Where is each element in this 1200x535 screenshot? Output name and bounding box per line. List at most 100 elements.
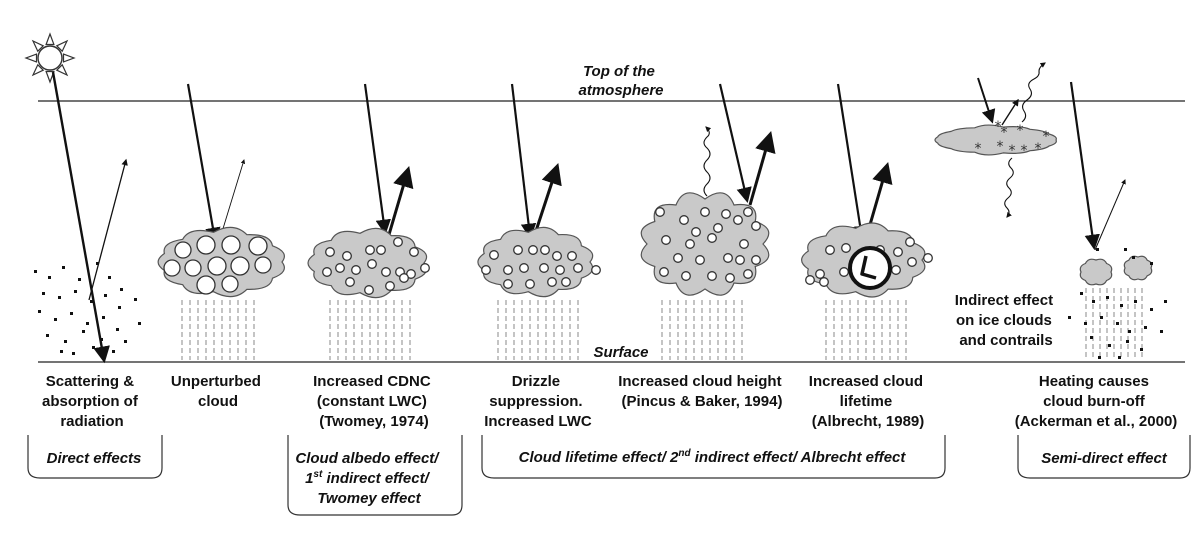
cloud-droplet (174, 241, 192, 259)
cirrus-cloud: ********* (934, 119, 1057, 159)
sun-icon (24, 32, 76, 84)
clock-hands (860, 255, 877, 280)
aerosol-particle (74, 290, 77, 293)
longwave-down (1004, 157, 1014, 218)
cloud-droplet (707, 233, 717, 243)
sun-disc (37, 45, 63, 71)
label-direct-effects: Direct effects (47, 450, 142, 467)
reflected-ray (1094, 179, 1126, 251)
rain-streaks (181, 300, 255, 360)
solar-ray (186, 83, 221, 244)
reflected-ray (386, 165, 414, 239)
aerosol-particle (92, 346, 95, 349)
cloud-droplet (345, 277, 355, 287)
caption-increased-cdnc: Increased CDNC (constant LWC) (Twomey, 1… (313, 373, 435, 430)
ice-crystal: * (1035, 141, 1042, 157)
sun-ray (24, 53, 38, 63)
solar-ray (510, 83, 537, 240)
cloud-droplet (751, 255, 761, 265)
aerosol-particle (1118, 356, 1121, 359)
cloud-droplet (367, 259, 377, 269)
cloud-droplet (825, 245, 835, 255)
cloud-droplet (351, 265, 361, 275)
solar-ray (977, 77, 996, 124)
aerosol-particle (1108, 344, 1111, 347)
sun-ray (55, 39, 69, 53)
aerosol-particle (134, 298, 137, 301)
aerosol-particle (38, 310, 41, 313)
cloud-droplet (196, 275, 216, 295)
cloud-droplet (723, 253, 733, 263)
cloud (477, 226, 601, 298)
cloud (640, 192, 770, 296)
aerosol-particle (54, 318, 57, 321)
cloud-droplet (503, 265, 513, 275)
rain-streaks (661, 300, 743, 360)
caption-cloud-height: Increased cloud height (Pincus & Baker, … (618, 373, 786, 410)
cloud-droplet (163, 259, 181, 277)
cloud-droplet (561, 277, 571, 287)
caption-semi-direct: Heating causes cloud burn-off (Ackerman … (1015, 373, 1178, 430)
caption-drizzle: Drizzle suppression. Increased LWC (484, 373, 592, 430)
cloud-body (477, 226, 594, 298)
aerosol-particle (1150, 262, 1153, 265)
caption-scattering: Scattering & absorption of radiation (42, 373, 142, 430)
cloud-droplet (221, 275, 239, 293)
cloud-droplet (573, 263, 583, 273)
cloud-fragments (1079, 255, 1153, 286)
aerosol-particle (70, 312, 73, 315)
sun-ray (55, 63, 69, 77)
aerosol-particle (1132, 256, 1135, 259)
aerosol-particle (1160, 330, 1163, 333)
cloud-droplet (481, 265, 491, 275)
cloud-droplet (342, 251, 352, 261)
cloud-droplet (591, 265, 601, 275)
sun-ray (31, 39, 45, 53)
cloud-droplet (184, 259, 202, 277)
rain-streaks (1085, 288, 1143, 360)
cloud-droplet (381, 267, 391, 277)
aerosol-particle (60, 350, 63, 353)
cloud-droplet (528, 245, 538, 255)
sun-ray (31, 63, 45, 77)
cloud-droplet (893, 247, 903, 257)
cloud-droplet (735, 255, 745, 265)
reflected-ray (1001, 98, 1019, 126)
cloud-droplet (567, 251, 577, 261)
cloud-droplet (733, 215, 743, 225)
cloud-droplet (695, 255, 705, 265)
scattered-ray (88, 158, 128, 301)
solar-ray (718, 83, 752, 203)
panel-unperturbed (157, 83, 285, 360)
label-lifetime-effect: Cloud lifetime effect/ 2nd indirect effe… (519, 448, 907, 466)
panel-ice-clouds: ********* (934, 62, 1057, 218)
aerosol-particle (100, 338, 103, 341)
cloud-droplet (420, 263, 430, 273)
panel-drizzle (477, 83, 601, 360)
cloud-droplet (254, 256, 272, 274)
aerosol-particle (104, 294, 107, 297)
aerosol-particle (78, 278, 81, 281)
cloud-droplet (907, 257, 917, 267)
solar-ray (1069, 81, 1100, 251)
caption-ice-clouds: Indirect effect on ice clouds and contra… (955, 292, 1058, 349)
cloud-droplet (489, 250, 499, 260)
cloud-droplet (739, 239, 749, 249)
cloud-droplet (685, 239, 695, 249)
cloud-droplet (365, 245, 375, 255)
aerosol-particle (112, 350, 115, 353)
ice-crystal: * (995, 119, 1002, 135)
surface-label: Surface (593, 344, 648, 361)
aerosol-particle (42, 292, 45, 295)
cloud-droplet (891, 265, 901, 275)
aerosol-particle (1164, 300, 1167, 303)
aerosol-particle (118, 306, 121, 309)
sun-ray (45, 70, 55, 84)
bracket-direct (27, 435, 163, 479)
cloud-droplet (519, 263, 529, 273)
solar-ray (51, 71, 110, 364)
ice-crystal: * (975, 141, 982, 157)
aerosol-particle (86, 322, 89, 325)
cloud-body (1123, 255, 1153, 281)
aerosol-particle (1106, 296, 1109, 299)
